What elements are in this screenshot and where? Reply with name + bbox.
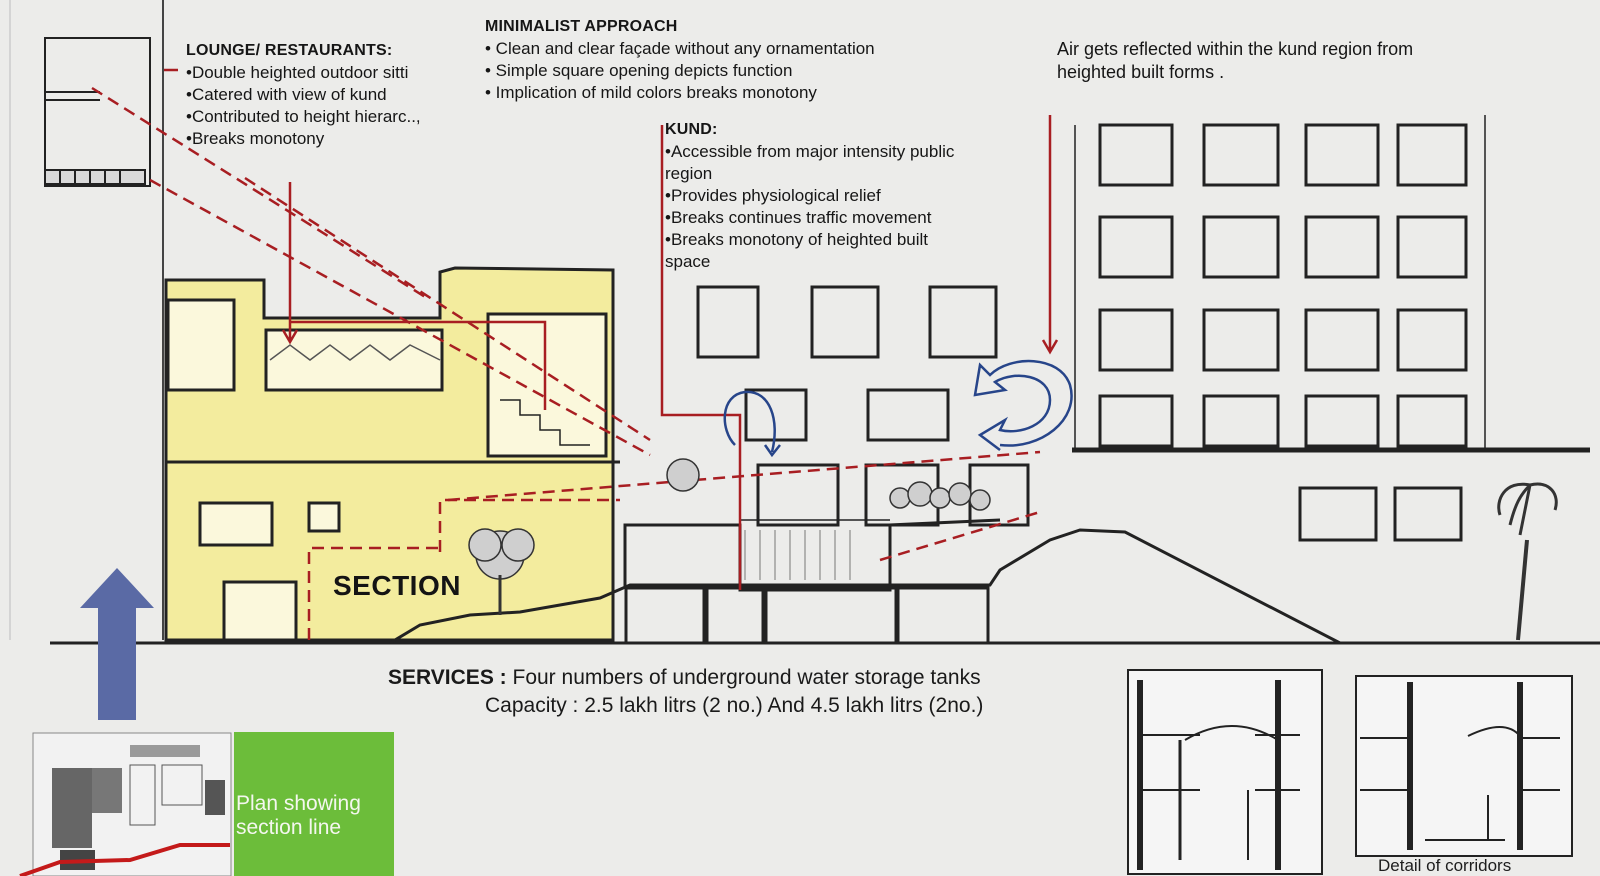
air-line: heighted built forms .	[1057, 62, 1225, 82]
lounge-item: •Double heighted outdoor sitti	[186, 63, 409, 82]
minimalist-item: • Implication of mild colors breaks mono…	[485, 83, 817, 102]
lounge-notes: LOUNGE/ RESTAURANTS: •Double heighted ou…	[186, 40, 421, 150]
solid-red-arrows	[164, 68, 1059, 590]
kund-item: region	[665, 164, 713, 183]
minimalist-item: • Simple square opening depicts function	[485, 61, 793, 80]
air-notes: Air gets reflected within the kund regio…	[1057, 38, 1413, 84]
lounge-item: •Catered with view of kund	[186, 85, 387, 104]
services-line: Four numbers of underground water storag…	[512, 666, 981, 689]
kund-item: •Provides physiological relief	[665, 186, 881, 205]
tree-icons	[468, 458, 1558, 641]
lounge-heading: LOUNGE/ RESTAURANTS:	[186, 42, 393, 59]
tall-building	[1072, 115, 1590, 542]
kund-heading: KUND:	[665, 121, 718, 138]
services-note: SERVICES : Four numbers of underground w…	[388, 664, 983, 720]
section-label: SECTION	[333, 570, 461, 601]
minimalist-heading: MINIMALIST APPROACH	[485, 18, 678, 35]
minimalist-item: • Clean and clear façade without any orn…	[485, 39, 875, 58]
kund-notes: KUND: •Accessible from major intensity p…	[665, 119, 954, 273]
lounge-item: •Contributed to height hierarc..,	[186, 107, 421, 126]
air-flow-lines	[91, 86, 1041, 640]
kund-item: •Accessible from major intensity public	[665, 142, 955, 161]
kund-item: •Breaks monotony of heighted built	[665, 230, 929, 249]
section-direction-arrow	[80, 568, 154, 720]
minimalist-notes: MINIMALIST APPROACH • Clean and clear fa…	[485, 16, 875, 104]
air-circulation-swirls	[723, 359, 1073, 458]
services-label: SERVICES :	[388, 666, 507, 689]
services-line: Capacity : 2.5 lakh litrs (2 no.) And 4.…	[485, 694, 984, 717]
site-plan-thumbnail	[19, 732, 262, 876]
kund-item: space	[665, 252, 711, 271]
middle-building	[696, 285, 1030, 527]
detail-caption: Detail of corridors	[1378, 856, 1512, 875]
corridor-detail-a	[1127, 669, 1323, 875]
air-line: Air gets reflected within the kund regio…	[1057, 39, 1414, 59]
corridor-detail-b	[1355, 675, 1573, 857]
kund-item: •Breaks continues traffic movement	[665, 208, 932, 227]
lounge-item: •Breaks monotony	[186, 129, 325, 148]
lounge-elevation-thumbnail	[44, 37, 151, 187]
plan-caption: Plan showing section line	[234, 732, 394, 876]
